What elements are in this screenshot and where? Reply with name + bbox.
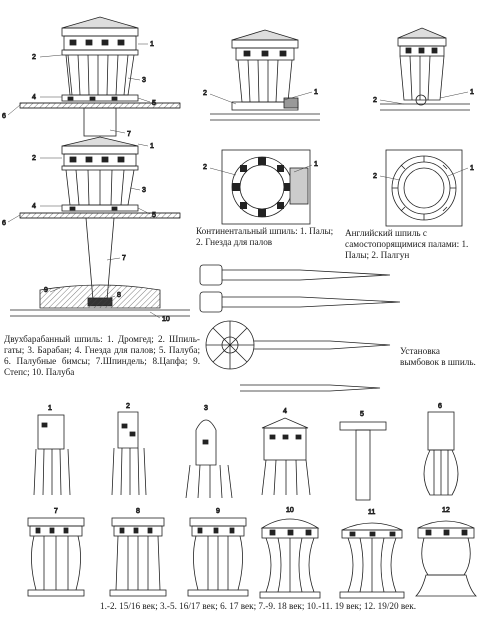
evolution-caption: 1.-2. 15/16 век; 3.-5. 16/17 век; 6. 17 … — [100, 601, 416, 611]
callout-7b: 7 — [122, 255, 126, 262]
callout-9: 9 — [44, 287, 48, 294]
evolution-number-10: 10 — [286, 507, 294, 514]
english-callout-1: 1 — [470, 89, 474, 96]
english-capstan-caption: Английский шпиль с самостопорящимися пал… — [345, 228, 469, 260]
double-capstan-drawing — [10, 16, 190, 317]
callouts — [7, 43, 469, 319]
callout-2: 2 — [32, 54, 36, 61]
callout-1: 1 — [150, 41, 154, 48]
evolution-row-2 — [27, 517, 477, 599]
evolution-number-8: 8 — [136, 508, 140, 515]
continental-callout-2: 2 — [203, 90, 207, 97]
bars-installation-drawing — [199, 264, 401, 392]
callout-8: 8 — [117, 292, 121, 299]
callout-3: 3 — [142, 77, 146, 84]
english-callout-2: 2 — [373, 97, 377, 104]
english-callout-2b: 2 — [373, 173, 377, 180]
continental-callout-1: 1 — [314, 89, 318, 96]
bars-installation-caption: Установка вымбовок в шпиль. — [400, 346, 476, 367]
evolution-number-2: 2 — [126, 403, 130, 410]
callout-1b: 1 — [150, 143, 154, 150]
evolution-number-4: 4 — [283, 408, 287, 415]
callout-10: 10 — [162, 316, 170, 323]
callout-7: 7 — [127, 131, 131, 138]
english-capstan-drawing — [380, 27, 470, 227]
evolution-number-6: 6 — [438, 403, 442, 410]
callout-3b: 3 — [142, 187, 146, 194]
callout-5b: 5 — [152, 212, 156, 219]
evolution-number-12: 12 — [442, 507, 450, 514]
english-callout-1b: 1 — [470, 165, 474, 172]
callout-6b: 6 — [2, 220, 6, 227]
callout-2b: 2 — [32, 155, 36, 162]
evolution-number-11: 11 — [368, 509, 375, 516]
continental-callout-2b: 2 — [203, 164, 207, 171]
evolution-number-7: 7 — [54, 508, 58, 515]
evolution-number-3: 3 — [204, 405, 208, 412]
double-capstan-caption: Двухбарабанный шпиль: 1. Дромгед; 2. Шпи… — [4, 334, 200, 377]
evolution-number-5: 5 — [360, 411, 364, 418]
continental-capstan-caption: Континентальный шпиль: 1. Палы; 2. Гнезд… — [196, 226, 334, 247]
continental-capstan-drawing — [210, 29, 320, 225]
evolution-number-1: 1 — [48, 405, 52, 412]
callout-4: 4 — [32, 94, 36, 101]
callout-6: 6 — [2, 113, 6, 120]
callout-4b: 4 — [32, 203, 36, 210]
continental-callout-1b: 1 — [314, 161, 318, 168]
evolution-number-9: 9 — [216, 508, 220, 515]
evolution-row-1 — [33, 411, 459, 501]
callout-5: 5 — [152, 100, 156, 107]
